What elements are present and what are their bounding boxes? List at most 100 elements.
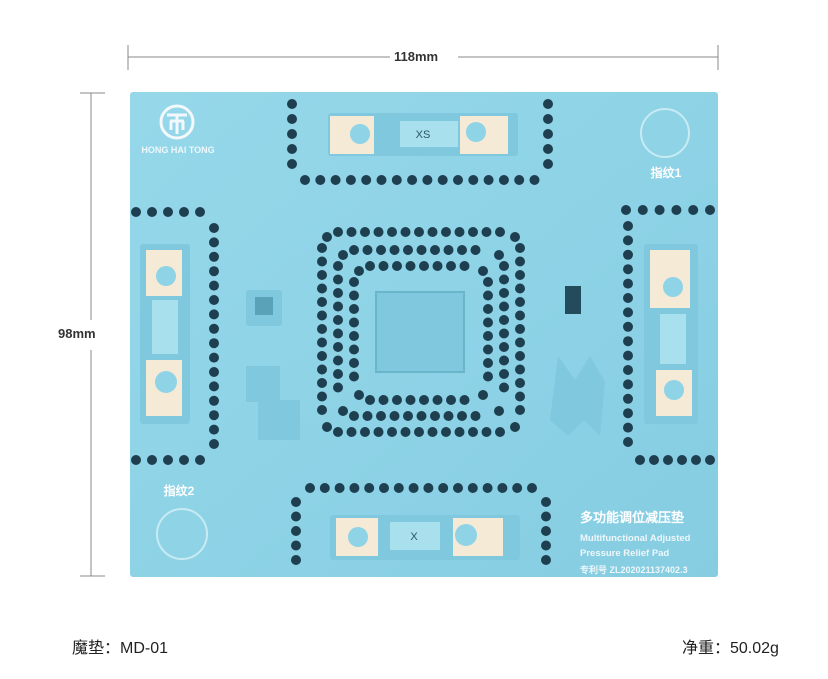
hole [515, 243, 525, 253]
hole [623, 321, 633, 332]
title-en-line2: Pressure Relief Pad [580, 548, 669, 559]
hole [483, 175, 494, 185]
hole [414, 427, 424, 437]
hole [623, 293, 633, 303]
slot-bottom [330, 515, 520, 560]
hole [349, 317, 359, 328]
hole [179, 455, 189, 465]
hole [179, 207, 189, 217]
hole [317, 391, 327, 402]
hole [499, 328, 509, 339]
hole [515, 310, 525, 321]
hole [637, 205, 648, 215]
hole [403, 245, 413, 255]
hole [291, 540, 301, 551]
center-recess [375, 291, 465, 373]
hole [543, 144, 553, 154]
hole [291, 511, 301, 522]
hole [317, 324, 327, 334]
slot-top [328, 113, 518, 156]
hole [691, 455, 701, 465]
hole [209, 309, 219, 320]
hole [499, 274, 509, 285]
hole [317, 405, 327, 415]
hole [333, 427, 343, 437]
hole [541, 511, 551, 522]
hole [419, 261, 429, 271]
hole [498, 175, 509, 185]
hole [322, 422, 332, 432]
hole [209, 323, 219, 334]
hole [441, 227, 451, 237]
hole [333, 274, 343, 285]
hole [349, 290, 359, 301]
hole [392, 395, 402, 405]
hole [317, 256, 327, 267]
hole [478, 390, 488, 400]
circle-1-label: 指纹1 [651, 165, 682, 180]
hole [361, 175, 372, 185]
hole [376, 411, 386, 421]
hole [349, 277, 359, 287]
hole [333, 369, 343, 379]
hole [483, 331, 493, 341]
hole [333, 261, 343, 271]
hole [209, 280, 219, 291]
hole [362, 245, 373, 255]
hole [483, 358, 493, 368]
hole [354, 266, 364, 276]
hole [291, 555, 301, 565]
hole [623, 422, 633, 433]
hole [209, 439, 219, 449]
hole [360, 427, 370, 437]
hole [432, 261, 443, 271]
hole [441, 427, 451, 437]
hole [623, 278, 633, 289]
hole [209, 381, 219, 392]
hole [163, 455, 173, 465]
hole [414, 227, 424, 237]
hole [623, 365, 633, 375]
hole [515, 378, 525, 388]
hole [468, 175, 479, 185]
hole [354, 390, 364, 400]
hole [482, 483, 493, 493]
hole [515, 324, 525, 334]
hole [541, 526, 551, 536]
hole [541, 540, 551, 551]
hole [623, 393, 633, 404]
hole [334, 483, 345, 493]
hole [470, 411, 481, 421]
hole [623, 336, 633, 347]
hole [349, 304, 359, 314]
hole [515, 351, 525, 361]
hole [468, 227, 478, 237]
hole [209, 410, 219, 421]
hole [389, 411, 400, 421]
hole [623, 235, 633, 246]
hole [209, 352, 219, 363]
hole [483, 371, 493, 382]
fingerprint-circle-2 [156, 508, 208, 560]
hole [483, 317, 493, 328]
hole [392, 261, 402, 271]
hole [300, 175, 310, 185]
hole [317, 283, 327, 294]
slot-bottom-label: X [410, 531, 418, 543]
hole [317, 270, 327, 280]
hole [541, 497, 551, 507]
hole [333, 342, 343, 352]
hole [499, 261, 509, 271]
hole [499, 342, 509, 352]
hole [317, 351, 327, 361]
hole [454, 427, 465, 437]
hole [209, 251, 219, 262]
hole [438, 483, 449, 493]
hole [333, 227, 343, 237]
hole [317, 337, 327, 348]
hole [649, 455, 659, 465]
hole [389, 245, 400, 255]
slot-right [644, 244, 698, 424]
hole [373, 427, 384, 437]
hole [499, 288, 509, 298]
